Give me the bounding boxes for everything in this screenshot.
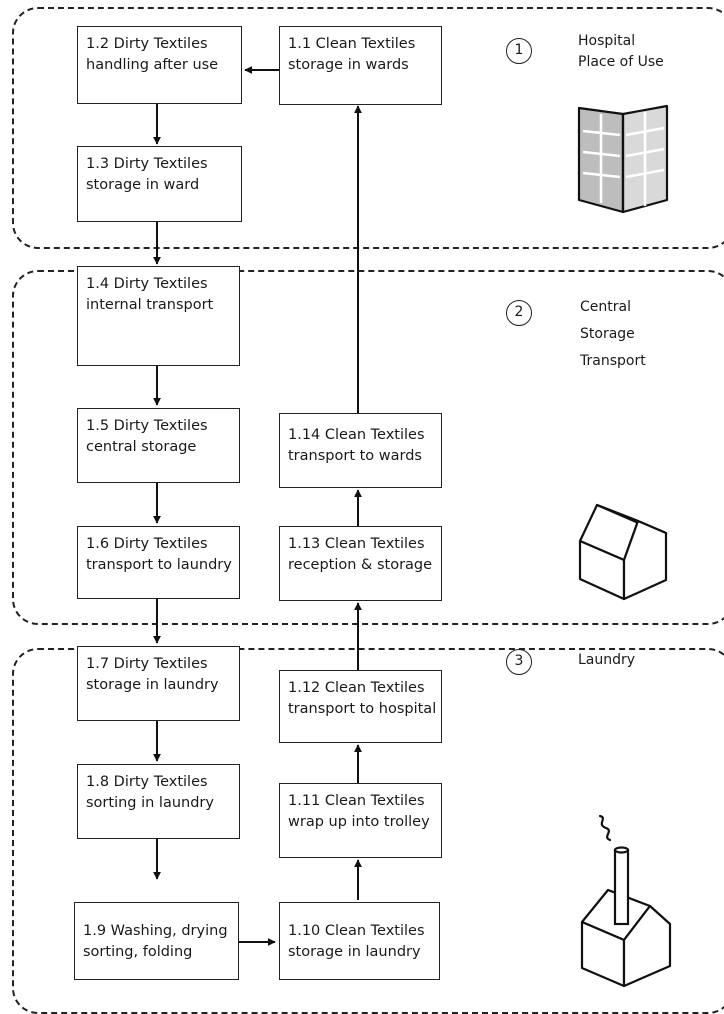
zone-label-central: Central Storage Transport [580, 294, 646, 375]
step-1-6: 1.6 Dirty Textiles transport to laundry [77, 526, 240, 599]
step-1-13: 1.13 Clean Textiles reception & storage [279, 526, 442, 601]
step-1-12: 1.12 Clean Textiles transport to hospita… [279, 670, 442, 743]
step-1-3-line-2: storage in ward [86, 177, 200, 193]
step-1-5-line-1: 1.5 Dirty Textiles [86, 418, 208, 434]
step-1-8: 1.8 Dirty Textiles sorting in laundry [77, 764, 240, 839]
step-1-7-line-2: storage in laundry [86, 677, 219, 693]
step-1-10-line-2: storage in laundry [288, 944, 421, 960]
step-1-6-line-1: 1.6 Dirty Textiles [86, 536, 208, 552]
step-1-2-line-2: handling after use [86, 57, 219, 73]
step-1-12-line-1: 1.12 Clean Textiles [288, 680, 425, 696]
step-1-7: 1.7 Dirty Textiles storage in laundry [77, 646, 240, 721]
step-1-7-line-1: 1.7 Dirty Textiles [86, 656, 208, 672]
step-1-14-line-2: transport to wards [288, 448, 422, 464]
step-1-1-line-1: 1.1 Clean Textiles [288, 36, 416, 52]
zone-label-laundry-line-1: Laundry [578, 652, 636, 668]
step-1-9-line-1: 1.9 Washing, drying [83, 923, 228, 939]
step-1-12-line-2: transport to hospital [288, 701, 437, 717]
step-1-6-line-2: transport to laundry [86, 557, 232, 573]
step-1-10: 1.10 Clean Textiles storage in laundry [279, 902, 440, 980]
zone-label-laundry: Laundry [578, 647, 635, 674]
step-1-14-line-1: 1.14 Clean Textiles [288, 427, 425, 443]
zone-label-central-line-1: Central [580, 299, 631, 315]
zone-label-hospital-line-1: Hospital [578, 33, 636, 49]
step-1-1: 1.1 Clean Textiles storage in wards [279, 26, 442, 105]
step-1-11-line-1: 1.11 Clean Textiles [288, 793, 425, 809]
zone-label-central-line-2: Storage [580, 326, 635, 342]
zone-number-3: 3 [506, 649, 532, 675]
step-1-14: 1.14 Clean Textiles transport to wards [279, 413, 442, 488]
step-1-11: 1.11 Clean Textiles wrap up into trolley [279, 783, 442, 858]
step-1-4: 1.4 Dirty Textiles internal transport [77, 266, 240, 366]
zone-hospital [12, 7, 724, 249]
zone-label-central-line-3: Transport [580, 353, 646, 369]
step-1-4-line-2: internal transport [86, 297, 214, 313]
step-1-3-line-1: 1.3 Dirty Textiles [86, 156, 208, 172]
zone-number-2: 2 [506, 300, 532, 326]
step-1-5: 1.5 Dirty Textiles central storage [77, 408, 240, 483]
step-1-9: 1.9 Washing, drying sorting, folding [74, 902, 239, 980]
step-1-5-line-2: central storage [86, 439, 197, 455]
step-1-9-line-2: sorting, folding [83, 944, 193, 960]
zone-number-1: 1 [506, 38, 532, 64]
zone-central-storage [12, 270, 724, 625]
zone-label-hospital-line-2: Place of Use [578, 54, 664, 70]
step-1-2-line-1: 1.2 Dirty Textiles [86, 36, 208, 52]
step-1-13-line-1: 1.13 Clean Textiles [288, 536, 425, 552]
step-1-1-line-2: storage in wards [288, 57, 409, 73]
step-1-4-line-1: 1.4 Dirty Textiles [86, 276, 208, 292]
hospital-building-icon [577, 104, 669, 214]
step-1-8-line-2: sorting in laundry [86, 795, 214, 811]
step-1-8-line-1: 1.8 Dirty Textiles [86, 774, 208, 790]
storage-house-icon [578, 503, 668, 601]
zone-label-hospital: Hospital Place of Use [578, 31, 664, 73]
step-1-2: 1.2 Dirty Textiles handling after use [77, 26, 242, 104]
step-1-3: 1.3 Dirty Textiles storage in ward [77, 146, 242, 222]
laundry-factory-icon [580, 814, 672, 988]
step-1-11-line-2: wrap up into trolley [288, 814, 430, 830]
step-1-13-line-2: reception & storage [288, 557, 433, 573]
step-1-10-line-1: 1.10 Clean Textiles [288, 923, 425, 939]
